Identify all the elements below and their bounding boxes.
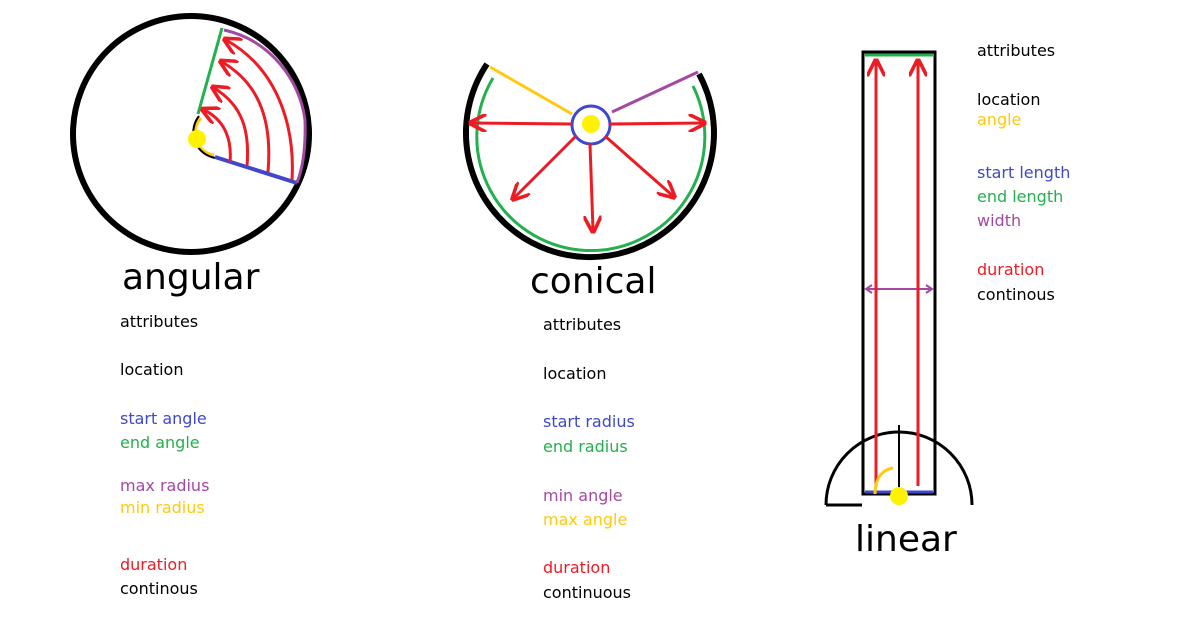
conical-max-angle-label: max angle — [543, 510, 628, 529]
linear-location-dot — [890, 487, 908, 505]
angular-outer-circle — [70, 13, 312, 255]
linear-duration-label: duration — [977, 260, 1045, 279]
conical-arrow — [472, 123, 573, 124]
angular-title: angular — [122, 257, 260, 298]
angular-continuous-label: continous — [120, 579, 198, 598]
angular-sweep-arc — [204, 110, 232, 163]
conical-continuous-label: continuous — [543, 583, 631, 602]
linear-end-length-label: end length — [977, 187, 1064, 206]
conical-attributes-label: attributes — [543, 315, 622, 334]
linear-title: linear — [855, 519, 957, 560]
linear-angle-arc — [873, 466, 894, 495]
conical-arrow — [604, 134, 673, 196]
linear-width-label: width — [977, 211, 1022, 230]
conical-title: conical — [530, 261, 657, 302]
conical-diagram — [462, 62, 717, 261]
angular-attributes-label: attributes — [120, 312, 199, 331]
linear-continuous-label: continous — [977, 285, 1055, 304]
linear-location-label: location — [977, 90, 1041, 109]
conical-min-angle-label: min angle — [543, 486, 623, 505]
angular-max-radius-label: max radius — [120, 476, 210, 495]
conical-outer-arc — [462, 62, 717, 261]
angular-end-angle-line — [196, 27, 224, 115]
angular-sweep-arc — [214, 88, 250, 167]
linear-attributes-label: attributes — [977, 41, 1056, 60]
conical-location-label: location — [543, 364, 607, 383]
linear-width-arrowhead — [864, 284, 934, 294]
conical-location-dot — [582, 115, 600, 133]
angular-location-dot — [188, 130, 206, 148]
angular-max-radius-arc — [223, 28, 307, 184]
angular-start-angle-label: start angle — [120, 409, 207, 428]
linear-start-length-label: start length — [977, 163, 1071, 182]
angular-min-radius-label: min radius — [120, 498, 205, 517]
angular-diagram — [70, 13, 312, 255]
conical-end-radius-label: end radius — [543, 437, 628, 456]
angular-sweep-arc — [226, 40, 294, 181]
conical-arrow — [590, 143, 593, 230]
conical-duration-label: duration — [543, 558, 611, 577]
conical-max-angle-line — [489, 65, 573, 116]
conical-min-angle-line — [611, 70, 699, 114]
angular-end-angle-label: end angle — [120, 433, 200, 452]
linear-diagram — [824, 50, 974, 507]
conical-arrow — [609, 123, 703, 124]
conical-end-radius-arc — [475, 77, 707, 252]
conical-start-radius-label: start radius — [543, 412, 635, 431]
angular-sweep-arc — [222, 62, 271, 173]
linear-angle-label: angle — [977, 110, 1022, 129]
angular-location-label: location — [120, 360, 184, 379]
conical-arrow — [514, 134, 578, 198]
angular-start-angle-line — [214, 155, 298, 185]
angular-duration-label: duration — [120, 555, 188, 574]
